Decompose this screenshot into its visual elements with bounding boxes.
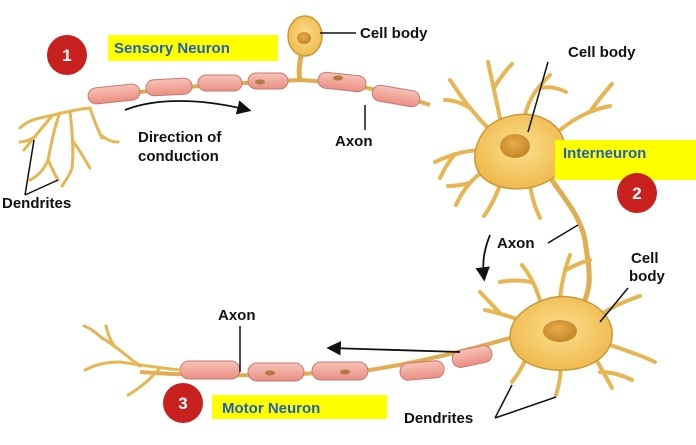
label-cell-body-top: Cell body <box>360 25 428 42</box>
motor-neuron <box>82 253 657 397</box>
badge-1-number: 1 <box>62 46 71 65</box>
motor-axon-terminals <box>82 324 182 397</box>
label-direction-line1: Direction of <box>138 129 222 146</box>
sensory-neuron <box>18 15 431 188</box>
direction-arrow-bottom <box>326 341 461 356</box>
schwann-nucleus <box>265 370 275 376</box>
badge-2-number: 2 <box>632 184 641 203</box>
label-cell-body-lower-line1: Cell <box>631 250 659 267</box>
schwann-nucleus <box>255 79 265 85</box>
badge-3-number: 3 <box>178 394 187 413</box>
motor-myelin <box>179 345 493 382</box>
schwann-nucleus <box>333 75 343 81</box>
label-direction-line2: conduction <box>138 148 219 165</box>
badge-3: 3 <box>163 383 203 423</box>
label-axon-middle: Axon <box>497 235 535 252</box>
interneuron-axon <box>542 168 592 312</box>
interneuron <box>433 60 614 312</box>
motor-highlight <box>212 395 387 419</box>
interneuron-nucleus <box>500 134 530 158</box>
badge-1: 1 <box>47 35 87 75</box>
sensory-highlight <box>108 35 278 61</box>
label-axon-bottom: Axon <box>218 307 256 324</box>
label-cell-body-lower-line2: body <box>629 268 665 285</box>
sensory-nucleus <box>297 32 311 44</box>
motor-nucleus <box>543 320 577 342</box>
leader-lines <box>24 32 629 419</box>
direction-arrow-top <box>124 100 252 115</box>
sensory-myelin <box>87 71 421 108</box>
direction-arrow-middle <box>475 234 491 282</box>
interneuron-highlight <box>555 140 696 180</box>
label-axon-top: Axon <box>335 133 373 150</box>
interneuron-title: Interneuron <box>563 145 646 162</box>
interneuron-dendrites <box>433 60 614 220</box>
label-cell-body-right: Cell body <box>568 44 636 61</box>
sensory-dendrites <box>18 106 120 188</box>
badge-2: 2 <box>617 173 657 213</box>
label-dendrites-bottom: Dendrites <box>404 410 473 427</box>
schwann-nucleus <box>340 369 350 375</box>
motor-neuron-title: Motor Neuron <box>222 400 320 417</box>
label-dendrites-left: Dendrites <box>2 195 71 212</box>
sensory-neuron-title: Sensory Neuron <box>114 40 230 57</box>
